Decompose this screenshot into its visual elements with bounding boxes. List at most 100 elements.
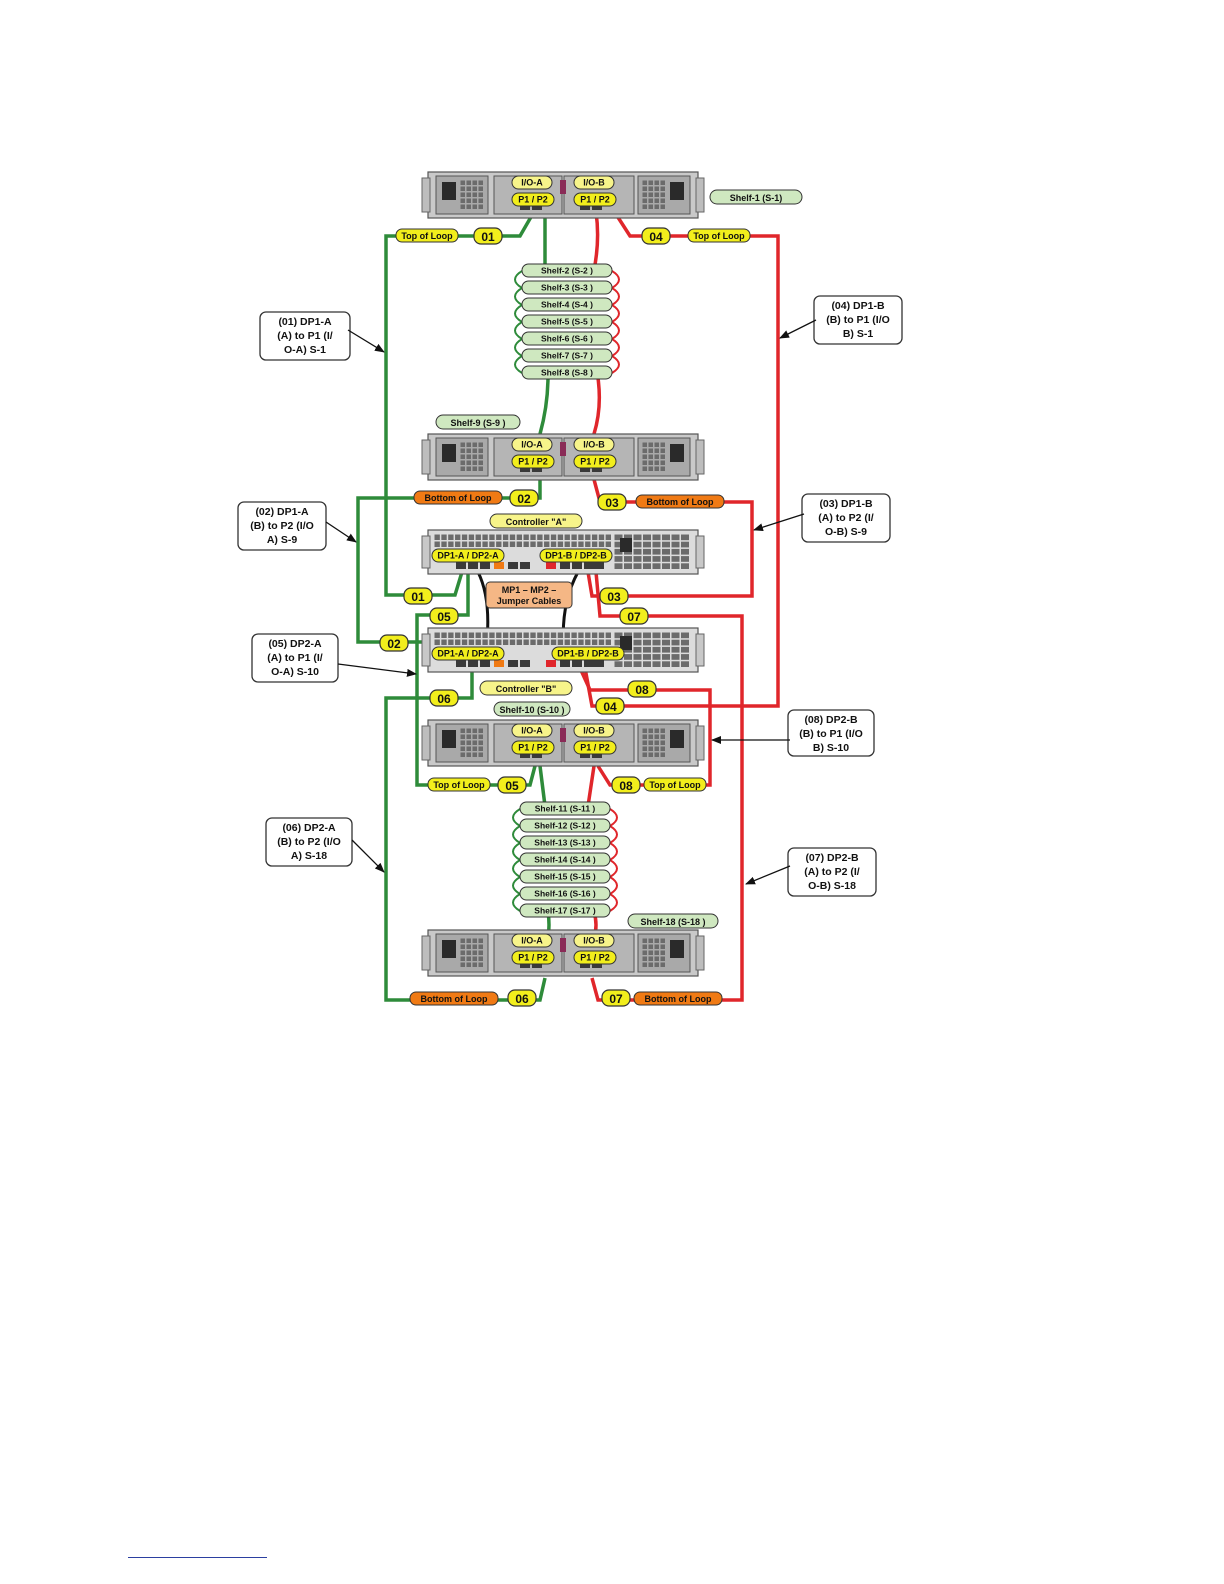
callout-c05-line-1: (A) to P1 (I/ <box>267 652 322 664</box>
number-badge-n05_low: 05 <box>505 779 519 793</box>
number-badge-n05_ctrl: 05 <box>437 610 451 624</box>
port-a-label: P1 / P2 <box>518 743 548 753</box>
mp-port <box>546 562 556 569</box>
port-b-label-bg <box>573 192 617 207</box>
io-b-label-bg <box>573 437 615 452</box>
chain-loop-b <box>609 842 618 861</box>
shelf-1-tag: Shelf-1 (S-1) <box>730 193 783 203</box>
controller-a-label: Controller "A" <box>506 517 567 527</box>
controller-port <box>456 660 466 667</box>
controller-port-right-label-bg <box>539 548 613 563</box>
status-led <box>560 180 566 194</box>
port-a-label: P1 / P2 <box>518 457 548 467</box>
port-b-label: P1 / P2 <box>580 743 610 753</box>
status-led <box>560 938 566 952</box>
number-badge-bg <box>429 607 459 625</box>
controller-port-right-label: DP1-B / DP2-B <box>557 649 619 659</box>
callout-box-c03 <box>801 493 891 543</box>
stacked-shelf-5-bg <box>521 348 613 363</box>
power-socket-icon <box>620 538 632 552</box>
callout-c08-line-2: B) S-10 <box>813 742 849 754</box>
controller-port <box>594 562 604 569</box>
stacked-shelf-5-bg <box>519 886 611 901</box>
io-b-label: I/O-B <box>583 726 605 736</box>
controller-b-label: Controller "B" <box>496 684 557 694</box>
number-badge-n06_bot: 06 <box>515 992 529 1006</box>
number-badge-bg <box>497 776 527 794</box>
psu-vent-left <box>460 442 483 471</box>
top-of-loop-1: Top of Loop <box>401 231 453 241</box>
top-of-loop-4: Top of Loop <box>693 231 745 241</box>
stacked-shelf-1: Shelf-3 (S-3 ) <box>541 283 593 293</box>
power-socket-icon <box>442 444 456 462</box>
status-led <box>560 442 566 456</box>
number-badge-n08_ctrl: 08 <box>635 683 649 697</box>
stacked-shelf-1: Shelf-12 (S-12 ) <box>534 821 596 831</box>
chain-loop-b <box>609 876 618 895</box>
controller-port <box>584 660 594 667</box>
io-a-label: I/O-A <box>521 178 543 188</box>
loop-tags: Top of Loop Top of Loop Bottom of Loop B… <box>395 228 751 1006</box>
chain-loop-b <box>611 270 620 289</box>
controller-port <box>480 562 490 569</box>
callout-box-c08 <box>787 709 875 757</box>
stacked-shelf-2-bg <box>521 297 613 312</box>
number-badge-bg <box>601 989 631 1007</box>
callout-c01-line-1: (A) to P1 (I/ <box>277 330 332 342</box>
number-badge-bg <box>509 489 539 507</box>
io-b-label-bg <box>573 933 615 948</box>
callouts: (01) DP1-A(A) to P1 (I/O-A) S-1(04) DP1-… <box>237 295 903 897</box>
jumper-line-1: MP1 – MP2 – <box>502 585 557 595</box>
shelf-stack-lower: Shelf-11 (S-11 )Shelf-12 (S-12 )Shelf-13… <box>519 801 611 918</box>
number-badge-bg <box>641 227 671 245</box>
arrow-03 <box>753 513 805 532</box>
io-a-label: I/O-A <box>521 936 543 946</box>
number-badge-bg <box>507 989 537 1007</box>
callout-c06-line-2: A) S-18 <box>291 850 327 862</box>
chain-loop-a <box>514 321 523 340</box>
lower-chain-loops <box>512 808 618 912</box>
callout-c04-line-2: B) S-1 <box>843 328 873 340</box>
io-a-label-bg <box>511 933 553 948</box>
stacked-shelf-0-bg <box>521 263 613 278</box>
psu-vent-right <box>642 938 665 967</box>
controller-port <box>468 562 478 569</box>
stacked-shelf-4-bg <box>519 869 611 884</box>
port-b-label: P1 / P2 <box>580 195 610 205</box>
chain-loop-b <box>611 338 620 357</box>
chain-lower-a-top <box>538 765 547 807</box>
stacked-shelf-1-bg <box>521 280 613 295</box>
number-badge-n04_top: 04 <box>649 230 663 244</box>
number-badge-n04_ctrl: 04 <box>603 700 617 714</box>
bottom-of-loop-7: Bottom of Loop <box>645 994 712 1004</box>
arrow-07 <box>745 865 791 885</box>
upper-chain-loops <box>514 270 620 374</box>
callout-c02-line-1: (B) to P2 (I/O <box>250 520 314 532</box>
chain-loop-b <box>611 355 620 374</box>
chain-loop-a <box>512 859 521 878</box>
arrow-06 <box>351 839 385 873</box>
chain-upper-b-top <box>592 211 600 271</box>
stacked-shelf-3: Shelf-5 (S-5 ) <box>541 317 593 327</box>
controller-b-chassis: DP1-A / DP2-A DP1-B / DP2-B <box>421 627 705 673</box>
top-of-loop-5: Top of Loop <box>433 780 485 790</box>
callout-box-c06 <box>265 817 353 867</box>
controller-port <box>572 660 582 667</box>
chain-loop-a <box>514 338 523 357</box>
callout-box-c01 <box>259 311 351 361</box>
controller-port-right-label: DP1-B / DP2-B <box>545 551 607 561</box>
port-a-label: P1 / P2 <box>518 195 548 205</box>
number-badge-n02_ctrl: 02 <box>387 637 401 651</box>
controller-port-left-label: DP1-A / DP2-A <box>437 649 499 659</box>
callout-c04-line-1: (B) to P1 (I/O <box>826 314 890 326</box>
cable-04 <box>583 207 780 708</box>
number-badge-n02_mid: 02 <box>517 492 531 506</box>
cable-08 <box>578 667 712 787</box>
chain-loop-a <box>512 842 521 861</box>
stacked-shelf-0: Shelf-2 (S-2 ) <box>541 266 593 276</box>
status-led <box>560 728 566 742</box>
